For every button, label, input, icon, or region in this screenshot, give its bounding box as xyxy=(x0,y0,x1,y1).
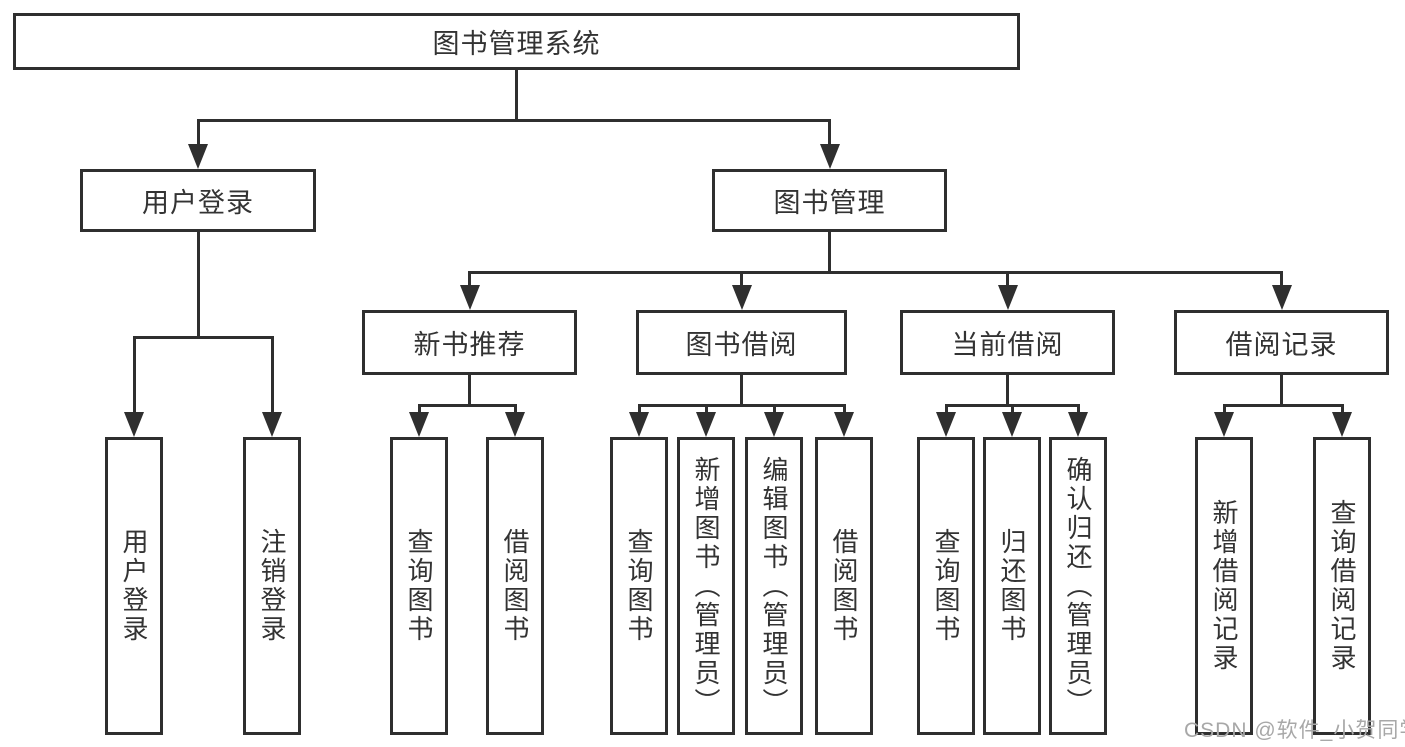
connector-line xyxy=(468,270,1283,274)
node-add-borrow-record: 新增借阅记录 xyxy=(1195,437,1253,735)
node-label: 查询图书 xyxy=(624,528,654,644)
node-label: 用户登录 xyxy=(142,188,254,218)
node-confirm-return-admin: 确认归还（管理员） xyxy=(1049,437,1107,735)
node-current-borrowing: 当前借阅 xyxy=(900,310,1115,375)
connector-line xyxy=(944,405,948,417)
node-borrowing-records: 借阅记录 xyxy=(1174,310,1389,375)
node-label: 图书管理 xyxy=(773,188,886,218)
node-user-login-action: 用户登录 xyxy=(105,437,163,735)
connector-line xyxy=(740,375,743,405)
node-query-book-current: 查询图书 xyxy=(917,437,975,735)
connector-line xyxy=(417,405,421,417)
connector-line xyxy=(637,403,846,407)
node-query-borrow-record: 查询借阅记录 xyxy=(1313,437,1371,735)
node-label: 新书推荐 xyxy=(413,330,526,360)
connector-line xyxy=(513,405,517,417)
connector-line xyxy=(1006,272,1009,290)
arrowhead-down-icon xyxy=(696,412,716,437)
csdn-watermark: CSDN @软件_小贺同学 xyxy=(1184,719,1405,742)
arrowhead-down-icon xyxy=(1271,285,1292,310)
connector-line xyxy=(828,120,831,149)
node-label: 编辑图书（管理员） xyxy=(759,455,789,717)
node-label: 用户登录 xyxy=(119,528,149,644)
node-query-book-recommend: 查询图书 xyxy=(390,437,448,735)
node-new-book-recommend: 新书推荐 xyxy=(362,310,577,375)
connector-line xyxy=(1280,272,1283,290)
node-return-book: 归还图书 xyxy=(983,437,1041,735)
connector-line xyxy=(704,405,708,417)
node-edit-book-admin: 编辑图书（管理员） xyxy=(745,437,803,735)
node-logout-action: 注销登录 xyxy=(243,437,301,735)
arrowhead-down-icon xyxy=(124,412,144,437)
connector-line xyxy=(468,375,471,405)
node-borrow-book-recommend: 借阅图书 xyxy=(486,437,544,735)
connector-line xyxy=(1280,375,1283,405)
arrowhead-down-icon xyxy=(1214,412,1234,437)
node-label: 新增借阅记录 xyxy=(1209,499,1239,673)
connector-line xyxy=(637,405,641,417)
connector-line xyxy=(1006,375,1009,405)
node-label: 归还图书 xyxy=(997,528,1027,644)
connector-line xyxy=(132,335,274,339)
node-user-login: 用户登录 xyxy=(80,169,316,232)
connector-line xyxy=(1222,405,1226,417)
node-label: 注销登录 xyxy=(257,528,287,644)
node-label: 借阅图书 xyxy=(829,528,859,644)
node-label: 查询借阅记录 xyxy=(1327,499,1357,673)
connector-line xyxy=(468,272,471,290)
connector-line xyxy=(772,405,776,417)
arrowhead-down-icon xyxy=(834,412,854,437)
node-label: 新增图书（管理员） xyxy=(691,455,721,717)
arrowhead-down-icon xyxy=(936,412,956,437)
connector-line xyxy=(196,118,831,122)
arrowhead-down-icon xyxy=(731,285,752,310)
arrowhead-down-icon xyxy=(819,144,840,169)
node-book-management: 图书管理 xyxy=(712,169,947,232)
connector-line xyxy=(196,232,200,337)
node-add-book-admin: 新增图书（管理员） xyxy=(677,437,735,735)
arrowhead-down-icon xyxy=(629,412,649,437)
node-label: 查询图书 xyxy=(931,528,961,644)
node-library-system: 图书管理系统 xyxy=(13,13,1020,70)
node-borrow-book-borrowing: 借阅图书 xyxy=(815,437,873,735)
connector-line xyxy=(1076,405,1080,417)
connector-line xyxy=(1222,403,1344,407)
connector-line xyxy=(740,272,743,290)
connector-line xyxy=(1340,405,1344,417)
arrowhead-down-icon xyxy=(1068,412,1088,437)
node-label: 确认归还（管理员） xyxy=(1063,455,1093,717)
connector-line xyxy=(417,403,517,407)
arrowhead-down-icon xyxy=(262,412,282,437)
arrowhead-down-icon xyxy=(764,412,784,437)
connector-line xyxy=(132,337,136,417)
node-label: 当前借阅 xyxy=(951,330,1064,360)
arrowhead-down-icon xyxy=(1332,412,1352,437)
node-label: 借阅记录 xyxy=(1225,330,1338,360)
connector-line xyxy=(828,232,831,272)
node-query-book-borrowing: 查询图书 xyxy=(610,437,668,735)
node-book-borrowing: 图书借阅 xyxy=(636,310,847,375)
connector-line xyxy=(270,337,274,417)
arrowhead-down-icon xyxy=(188,144,208,169)
connector-line xyxy=(515,70,518,120)
arrowhead-down-icon xyxy=(459,285,480,310)
arrowhead-down-icon xyxy=(1002,412,1022,437)
connector-line xyxy=(1010,405,1014,417)
node-label: 查询图书 xyxy=(404,528,434,644)
arrowhead-down-icon xyxy=(997,285,1018,310)
connector-line xyxy=(842,405,846,417)
node-label: 借阅图书 xyxy=(500,528,530,644)
arrowhead-down-icon xyxy=(409,412,429,437)
node-label: 图书借阅 xyxy=(685,330,798,360)
node-label: 图书管理系统 xyxy=(432,29,601,59)
arrowhead-down-icon xyxy=(505,412,525,437)
connector-line xyxy=(196,120,200,149)
